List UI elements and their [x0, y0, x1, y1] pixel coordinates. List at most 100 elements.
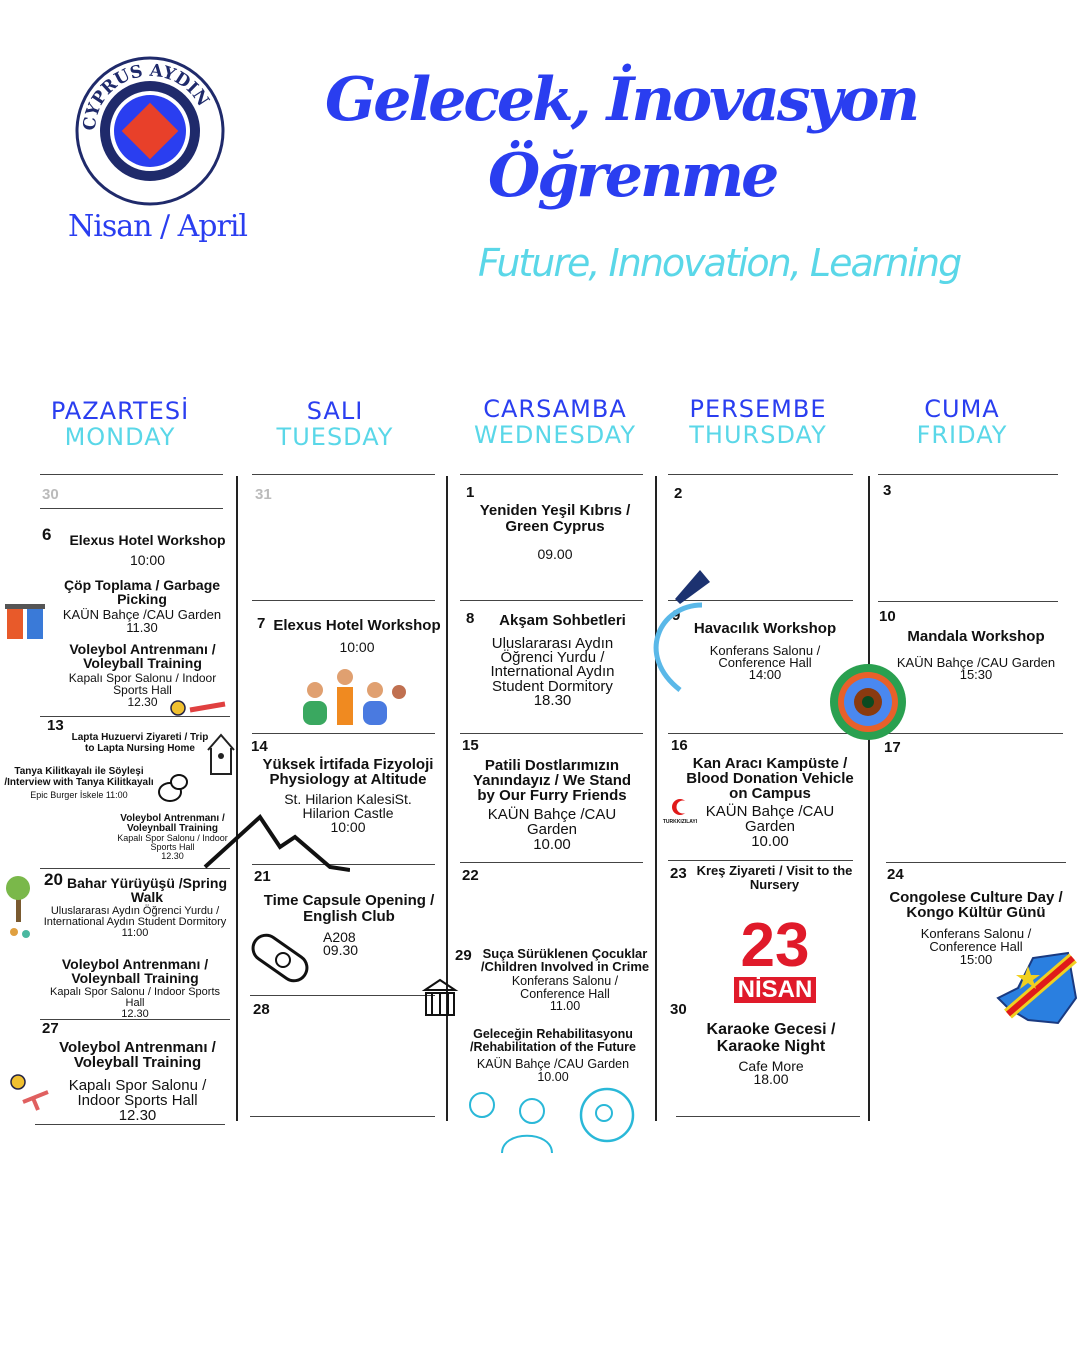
date-number: 29: [455, 947, 472, 964]
event-time: 10.00: [751, 833, 789, 850]
walking-people-icon: [6, 876, 30, 938]
event-time: 11:00: [121, 927, 149, 939]
event-nursery-visit: Kreş Ziyareti / Visit to the Nursery: [692, 864, 857, 891]
event-title: Elexus Hotel Workshop: [69, 532, 226, 548]
badge-number: 23: [740, 911, 810, 980]
date-number: 24: [887, 866, 904, 883]
divider: [40, 508, 223, 509]
date-number: 16: [671, 737, 688, 754]
event-time: 10.00: [533, 836, 571, 853]
title-line-1: Gelecek, İnovasyon: [325, 65, 920, 135]
red-crescent-icon: [672, 799, 690, 815]
divider: [252, 733, 435, 734]
event-time: 11.00: [549, 999, 581, 1013]
event-time: 09.30: [323, 941, 359, 958]
event-volleyball-6: Voleybol Antrenmanı / Voleyball Training…: [55, 642, 230, 708]
event-volleyball-13: Voleybol Antrenmanı / Voleynball Trainin…: [110, 814, 235, 861]
event-time: 11.30: [126, 620, 158, 635]
day-tr: SALI: [306, 397, 364, 425]
event-title: Lapta Huzuervi Ziyareti / Trip to Lapta …: [71, 732, 209, 754]
event-place: Cafe More: [738, 1057, 804, 1074]
day-tr: PAZARTESİ: [50, 397, 190, 425]
divider: [668, 474, 853, 475]
date-number: 22: [462, 867, 479, 884]
red-crescent-text: TURKKIZILAYI: [662, 819, 698, 825]
event-title: Suça Sürüklenen Çocuklar /Children Invol…: [480, 946, 650, 974]
badge-text: NİSAN: [733, 976, 817, 1004]
event-place: A208: [323, 928, 356, 945]
title-line-2: Öğrenme: [488, 141, 779, 211]
event-time: 18.30: [533, 691, 572, 709]
date-number: 20: [44, 870, 63, 889]
date-number: 21: [254, 868, 271, 885]
date-number: 14: [251, 738, 268, 755]
event-time: 10:00: [330, 819, 366, 835]
divider: [668, 600, 853, 601]
event-place: Kapalı Spor Salonu / Indoor Sports Hall: [117, 833, 228, 852]
divider: [460, 474, 643, 475]
day-en: FRIDAY: [916, 421, 1008, 450]
event-time: 10.00: [537, 1069, 569, 1084]
event-title: Elexus Hotel Workshop: [273, 617, 441, 634]
workshop-people-icon: [303, 669, 406, 725]
date-number: 2: [674, 485, 683, 502]
event-title: Geleceğin Rehabilitasyonu /Rehabilitatio…: [470, 1027, 636, 1054]
event-title: Yeniden Yeşil Kıbrıs / Green Cyprus: [479, 502, 631, 535]
event-title: Voleybol Antrenmanı / Voleynball Trainin…: [120, 813, 225, 834]
date-number: 6: [42, 525, 52, 544]
day-en: WEDNESDAY: [474, 421, 636, 450]
event-title: Tanya Kilitkayalı ile Söyleşi /Interview…: [4, 766, 154, 788]
divider: [250, 995, 435, 996]
event-interview-tanya: Tanya Kilitkayalı ile Söyleşi /Interview…: [4, 766, 154, 800]
divider: [460, 733, 643, 734]
date-number: 3: [883, 482, 892, 499]
event-time: 09.00: [537, 545, 573, 562]
event-title: Akşam Sohbetleri: [499, 612, 626, 629]
date-number: 30: [42, 486, 59, 503]
event-time: 18.00: [753, 1070, 789, 1087]
date-number: 23: [670, 865, 687, 882]
divider: [40, 474, 223, 475]
congo-map-icon: [996, 951, 1078, 1025]
month-label: Nisan / April: [68, 209, 248, 244]
event-blood-donation: Kan Aracı Kampüste / Blood Donation Vehi…: [680, 756, 860, 849]
event-title: Voleybol Antrenmanı / Voleyball Training: [69, 641, 216, 671]
divider: [40, 1019, 230, 1020]
date-number: 31: [255, 486, 272, 503]
divider: [250, 1116, 435, 1117]
rehabilitation-icon: [469, 1087, 635, 1154]
event-place: Epic Burger İskele 11:00: [30, 790, 128, 800]
divider: [252, 864, 435, 865]
divider: [40, 868, 230, 869]
date-number: 30: [670, 1001, 687, 1018]
volleyball-player-icon: [10, 1074, 49, 1111]
date-number: 8: [466, 610, 475, 627]
event-place: Konferans Salonu / Conference Hall: [709, 642, 821, 671]
time-capsule-icon: [251, 933, 309, 983]
event-time: 12.30: [118, 1107, 157, 1124]
column-divider: [655, 476, 657, 1121]
event-title: Karaoke Gecesi / Karaoke Night: [706, 1021, 836, 1055]
event-time: 12.30: [127, 695, 158, 709]
day-en: THURSDAY: [689, 421, 827, 450]
event-title: Voleybol Antrenmanı / Voleyball Training: [59, 1039, 216, 1071]
date-number: 28: [253, 1001, 270, 1018]
event-place: KAÜN Bahçe /CAU Garden: [487, 806, 617, 838]
column-divider: [868, 476, 870, 1121]
airplane-icon: [653, 570, 710, 692]
event-place: Uluslararası Aydın Öğrenci Yurdu / Inter…: [43, 905, 227, 928]
red-crescent-logo: TURKKIZILAYI: [660, 798, 700, 825]
event-time: 14:00: [748, 667, 782, 683]
event-time: 10:00: [129, 551, 166, 568]
divider: [460, 862, 643, 863]
divider: [668, 860, 853, 861]
